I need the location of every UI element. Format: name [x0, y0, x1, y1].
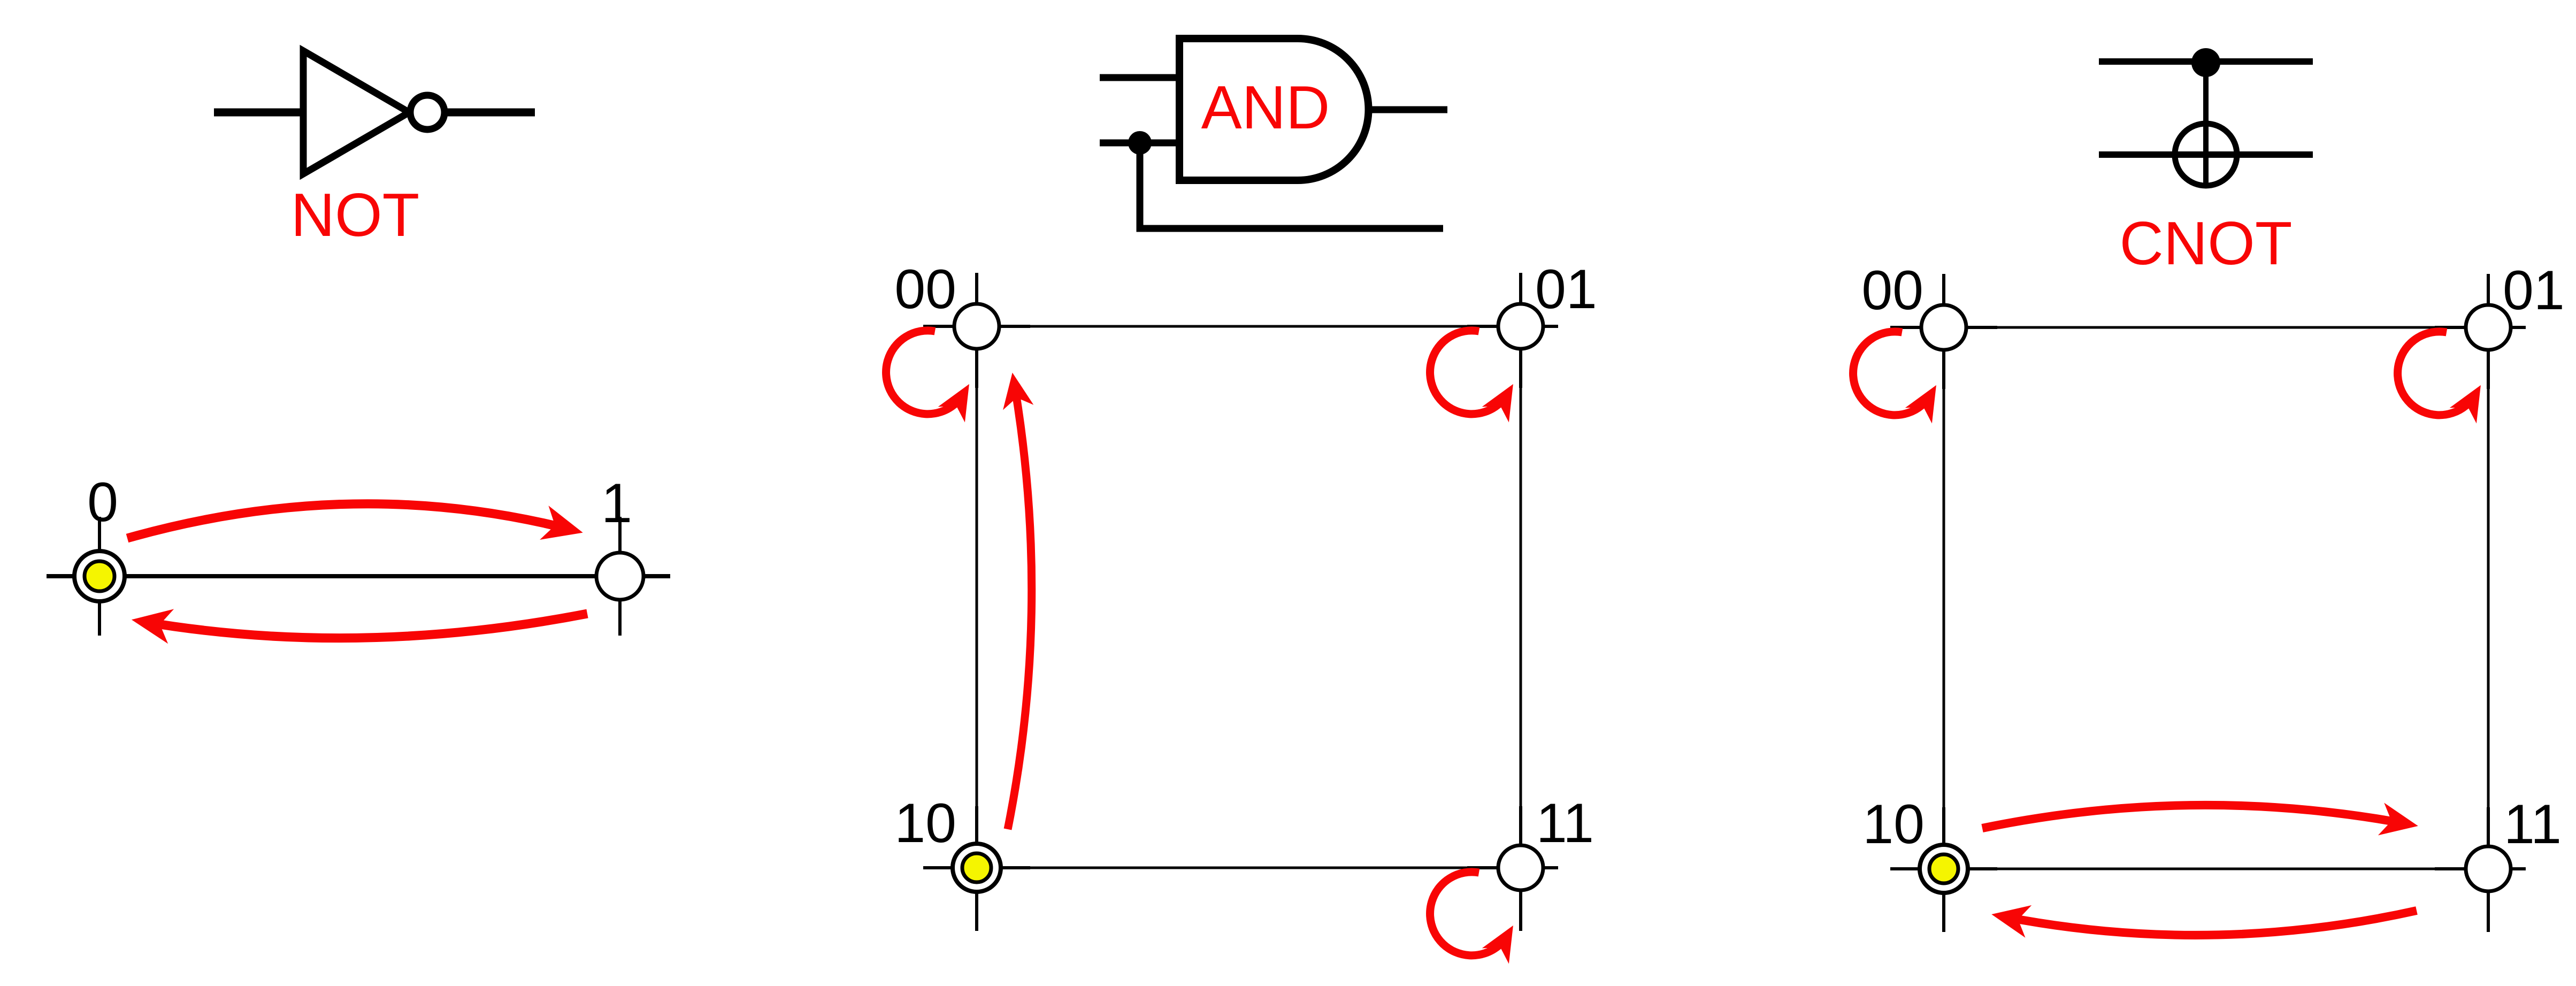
current-state-marker: [1927, 852, 1960, 885]
state-label-11: 11: [2504, 793, 2562, 855]
current-state-marker: [960, 851, 993, 884]
self-loop-11: [1426, 868, 1513, 964]
state-node-00: [952, 302, 1001, 351]
and-gate-body: [1176, 35, 1373, 184]
state-label-00: 00: [1861, 259, 1923, 322]
self-loop-00: [1849, 327, 1936, 424]
state-label-01: 01: [1535, 258, 1597, 320]
inversion-bubble-icon: [407, 91, 448, 133]
self-loop-01: [2394, 327, 2481, 424]
cnot-panel: CNOT 00 01 10 11: [1849, 48, 2565, 939]
state-square: [1942, 326, 2490, 870]
not-panel: NOT 0 1: [47, 44, 670, 644]
transition-arrow-10-to-00: [1003, 372, 1036, 830]
state-label-1: 1: [601, 472, 632, 534]
transition-arrow-11-to-10: [1991, 905, 2418, 939]
state-label-01: 01: [2503, 259, 2565, 322]
not-gate-symbol: [214, 44, 535, 180]
fanout-dot-icon: [1128, 131, 1152, 155]
state-node-01: [2464, 303, 2513, 352]
transition-arrow-0-to-1: [126, 499, 583, 543]
inverter-triangle-icon: [300, 44, 416, 180]
cnot-state-diagram: 00 01 10 11: [1849, 259, 2565, 939]
control-dot-icon: [2191, 48, 2220, 77]
state-label-10: 10: [1862, 793, 1925, 855]
state-node-01: [1496, 302, 1545, 351]
not-state-diagram: 0 1: [47, 471, 670, 644]
self-loop-01: [1426, 326, 1513, 423]
state-node-10-current: [950, 842, 1003, 894]
cnot-gate-symbol: CNOT: [2099, 48, 2313, 278]
and-gate-symbol: AND: [1100, 35, 1447, 232]
state-label-10: 10: [894, 792, 956, 854]
state-node-11: [1496, 843, 1545, 892]
state-node-10-current: [1918, 843, 1970, 895]
self-loop-00: [882, 326, 969, 423]
state-node-00: [1919, 303, 1968, 352]
xor-target-icon: [2172, 120, 2240, 189]
state-node-0-current: [72, 549, 127, 603]
gate-label-cnot: CNOT: [2120, 210, 2293, 278]
state-node-1: [594, 551, 646, 602]
and-panel: AND 00 01 10 11: [882, 35, 1597, 964]
state-node-11: [2464, 844, 2513, 893]
transition-arrow-1-to-0: [131, 609, 588, 644]
state-label-11: 11: [1536, 792, 1594, 854]
and-bypass-wire: [1136, 143, 1443, 232]
corner-ticks: [923, 273, 1558, 931]
state-square: [975, 325, 1522, 869]
state-label-00: 00: [894, 258, 956, 320]
and-state-diagram: 00 01 10 11: [882, 258, 1597, 964]
gate-label-not: NOT: [291, 181, 420, 249]
state-label-0: 0: [87, 471, 118, 533]
current-state-marker: [82, 559, 117, 593]
gate-label-and: AND: [1201, 74, 1330, 142]
corner-ticks: [1890, 274, 2526, 932]
transition-arrow-10-to-11: [1981, 800, 2418, 836]
